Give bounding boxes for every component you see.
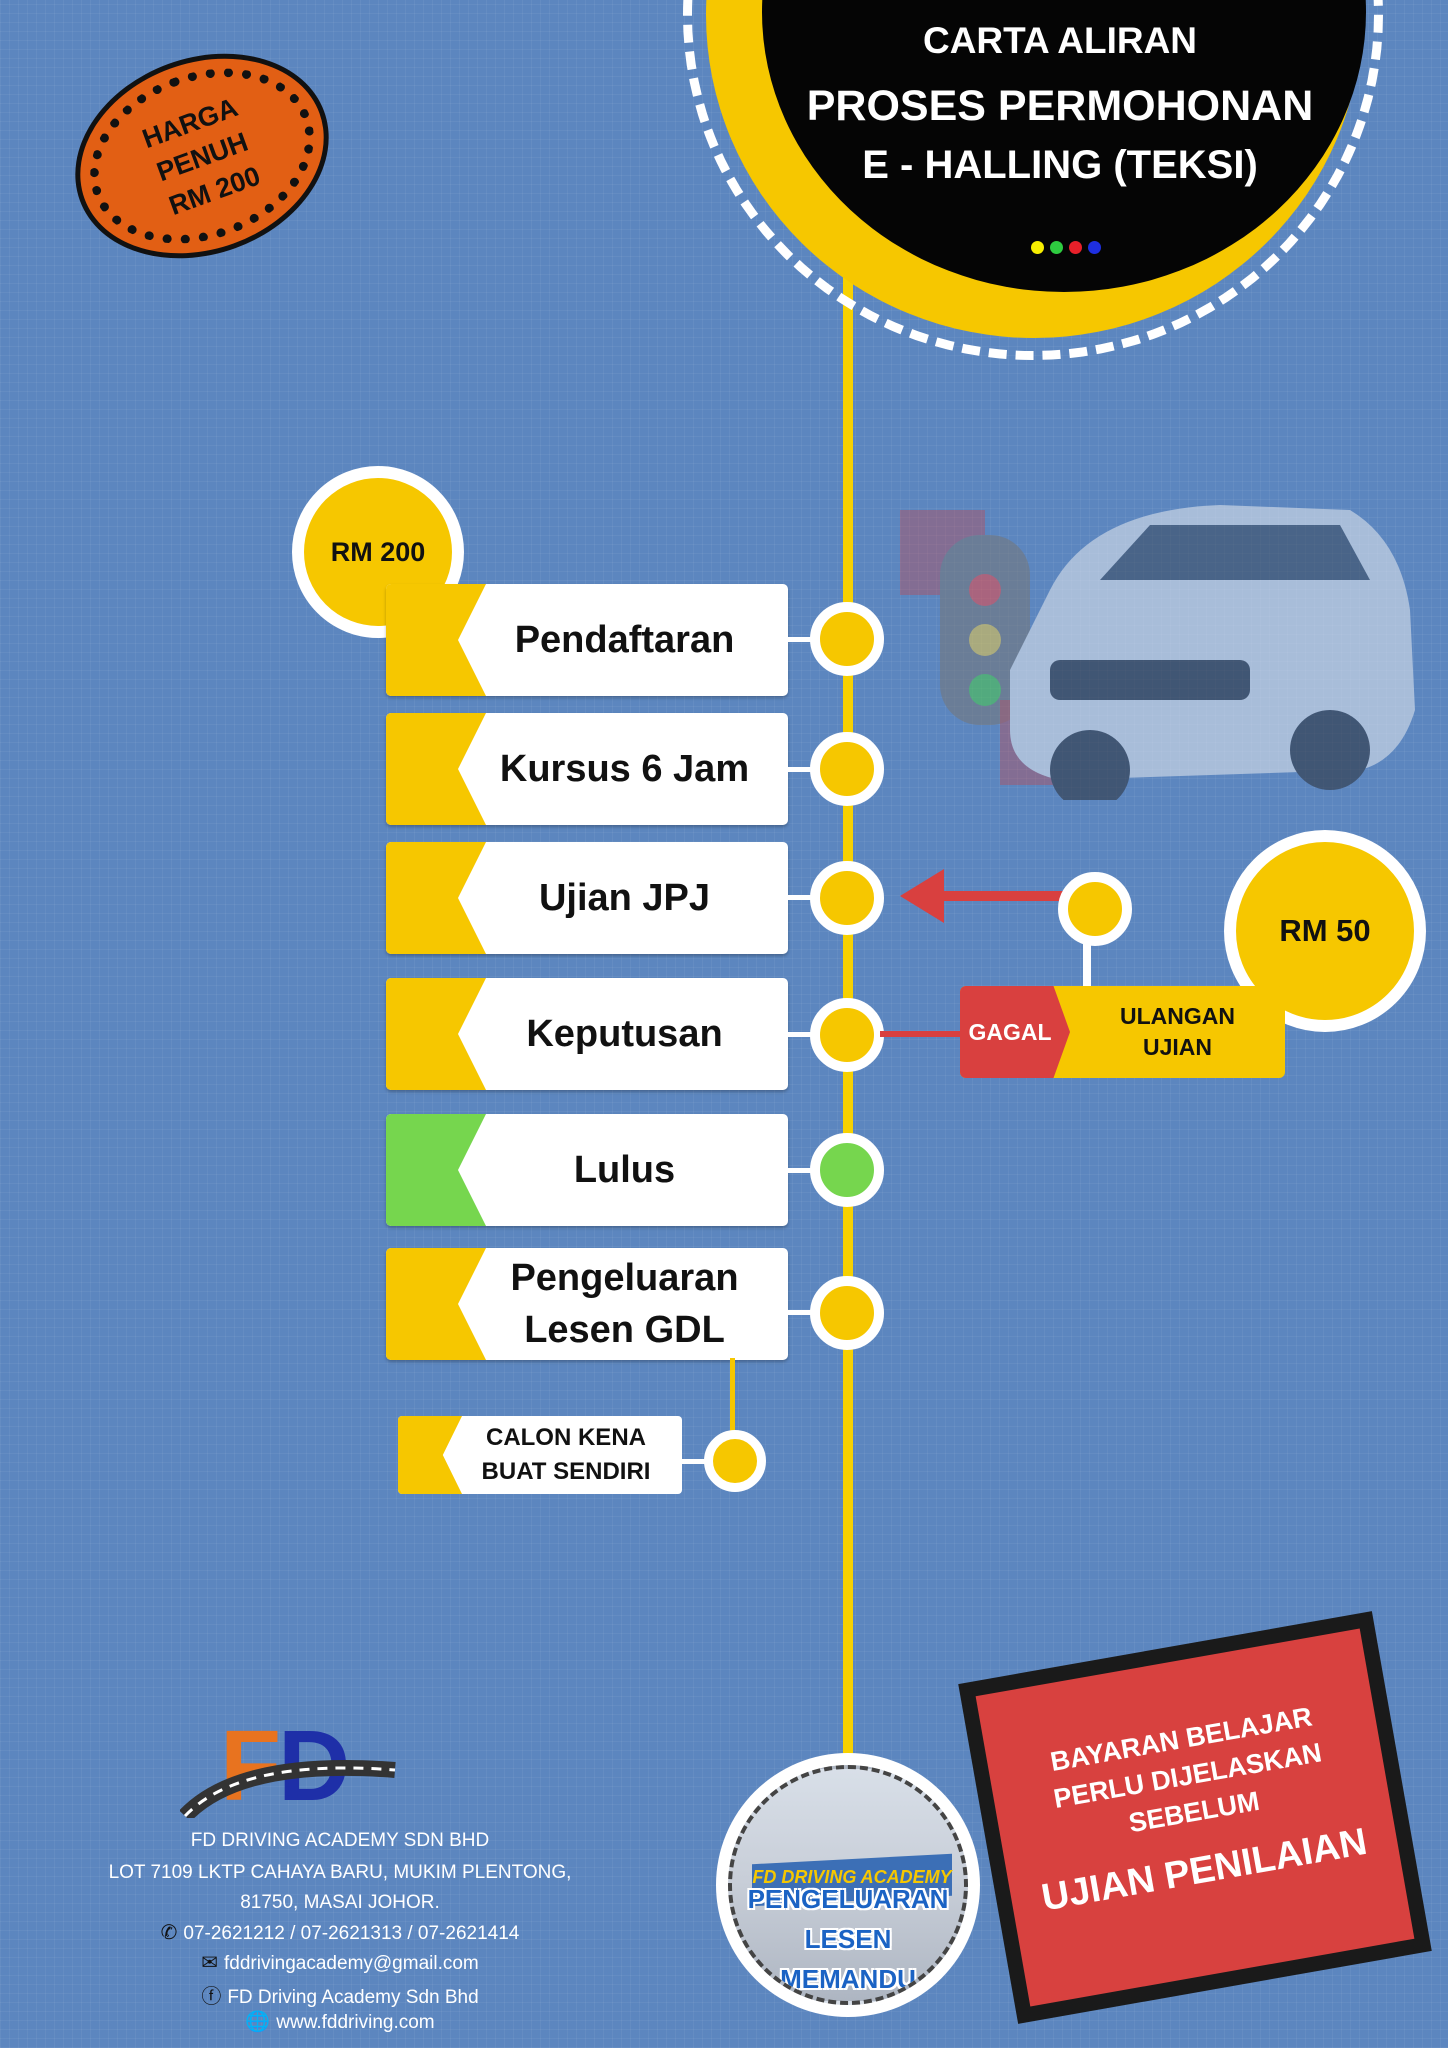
retry-label-line-2: UJIAN: [1142, 1034, 1212, 1060]
company-email-row: ✉fddrivingacademy@gmail.com: [40, 1950, 640, 1975]
company-address-2: 81750, MASAI JOHOR.: [240, 1892, 440, 1913]
badge-line-3: MEMANDU: [780, 1964, 916, 1994]
retry-connector: [1083, 930, 1091, 990]
step-label: Keputusan: [526, 1013, 723, 1055]
step-connector: [788, 1168, 828, 1173]
timeline-spine: [843, 230, 853, 1760]
timeline-node-decision: [810, 998, 884, 1072]
company-address-1: LOT 7109 LKTP CAHAYA BARU, MUKIM PLENTON…: [108, 1862, 572, 1883]
timeline-node: [810, 602, 884, 676]
header-dot-yellow: [1031, 241, 1044, 254]
fail-box: GAGAL ULANGAN UJIAN: [960, 986, 1285, 1078]
facebook-icon: ⓕ: [201, 1986, 222, 2008]
retry-label-line-1: ULANGAN: [1120, 1003, 1235, 1029]
company-phone-row: ✆07-2621212 / 07-2621313 / 07-2621414: [40, 1920, 640, 1945]
timeline-node: [810, 1276, 884, 1350]
company-logo: F D: [180, 1718, 396, 1818]
badge-line-1: PENGELUARAN: [747, 1884, 949, 1914]
step-kursus: Kursus 6 Jam: [386, 713, 788, 825]
badge-line-2: LESEN: [804, 1924, 892, 1954]
step-label: Kursus 6 Jam: [499, 748, 750, 790]
header-title: CARTA ALIRAN: [922, 20, 1198, 61]
company-name: FD DRIVING ACADEMY SDN BHD: [190, 1830, 490, 1851]
header-dot-red: [1069, 241, 1082, 254]
company-facebook[interactable]: FD Driving Academy Sdn Bhd: [227, 1987, 479, 2008]
fail-tab: [960, 986, 1070, 1078]
self-note-link: [682, 1459, 712, 1464]
step-label: Ujian JPJ: [538, 877, 711, 919]
step-lulus: Lulus: [386, 1114, 788, 1226]
header-dot-green: [1050, 241, 1063, 254]
retry-label: ULANGAN UJIAN: [1078, 986, 1277, 1078]
timeline-node: [810, 732, 884, 806]
step-label-line-2: Lesen GDL: [524, 1309, 725, 1351]
badge-building-sign: FD DRIVING ACADEMY: [752, 1867, 952, 1887]
step-pengeluaran-lesen: Pengeluaran Lesen GDL: [386, 1248, 788, 1360]
step-connector: [788, 895, 828, 900]
self-note-text: CALON KENA BUAT SENDIRI: [450, 1416, 682, 1494]
step-ujian-jpj: Ujian JPJ: [386, 842, 788, 954]
header-line-2: E - HALLING (TEKSI): [862, 143, 1258, 187]
timeline-node-pass: [810, 1133, 884, 1207]
step-pendaftaran: Pendaftaran: [386, 584, 788, 696]
car-image: [900, 505, 1415, 800]
step-connector: [788, 637, 828, 642]
step-connector: [788, 767, 828, 772]
header-dot-blue: [1088, 241, 1101, 254]
step-label: Pengeluaran Lesen GDL: [461, 1248, 788, 1360]
step-label: Lulus: [573, 1149, 676, 1191]
header-line-1: PROSES PERMOHONAN: [806, 82, 1314, 130]
company-website[interactable]: www.fddriving.com: [276, 2012, 435, 2033]
fail-connector: [880, 1031, 960, 1037]
email-icon: ✉: [201, 1952, 218, 1974]
step-connector: [788, 1310, 828, 1315]
self-note-box: CALON KENA BUAT SENDIRI: [398, 1416, 682, 1494]
fail-label: GAGAL: [968, 1018, 1052, 1045]
self-note-line-1: CALON KENA: [485, 1424, 646, 1451]
step-label: Pendaftaran: [514, 619, 735, 661]
self-note-line-2: BUAT SENDIRI: [481, 1458, 651, 1485]
step-keputusan: Keputusan: [386, 978, 788, 1090]
step-connector: [788, 1032, 828, 1037]
payment-notice: BAYARAN BELAJAR PERLU DIJELASKAN SEBELUM…: [975, 1628, 1415, 2007]
timeline-node: [810, 861, 884, 935]
company-website-row: 🌐www.fddriving.com: [40, 2009, 640, 2034]
license-badge: FD DRIVING ACADEMY PENGELUARAN LESEN MEM…: [728, 1765, 968, 2005]
self-note-connector: [730, 1358, 735, 1446]
self-note-node: [704, 1430, 766, 1492]
phone-icon: ✆: [160, 1922, 178, 1944]
company-email[interactable]: fddrivingacademy@gmail.com: [223, 1953, 479, 1974]
retry-arrow-icon: [900, 869, 1080, 923]
badge-text: PENGELUARAN LESEN MEMANDU: [732, 1879, 964, 1999]
globe-icon: 🌐: [245, 2011, 271, 2033]
step-label-line-1: Pengeluaran: [510, 1257, 739, 1299]
retry-node: [1058, 872, 1132, 946]
company-phones: 07-2621212 / 07-2621313 / 07-2621414: [183, 1923, 520, 1944]
